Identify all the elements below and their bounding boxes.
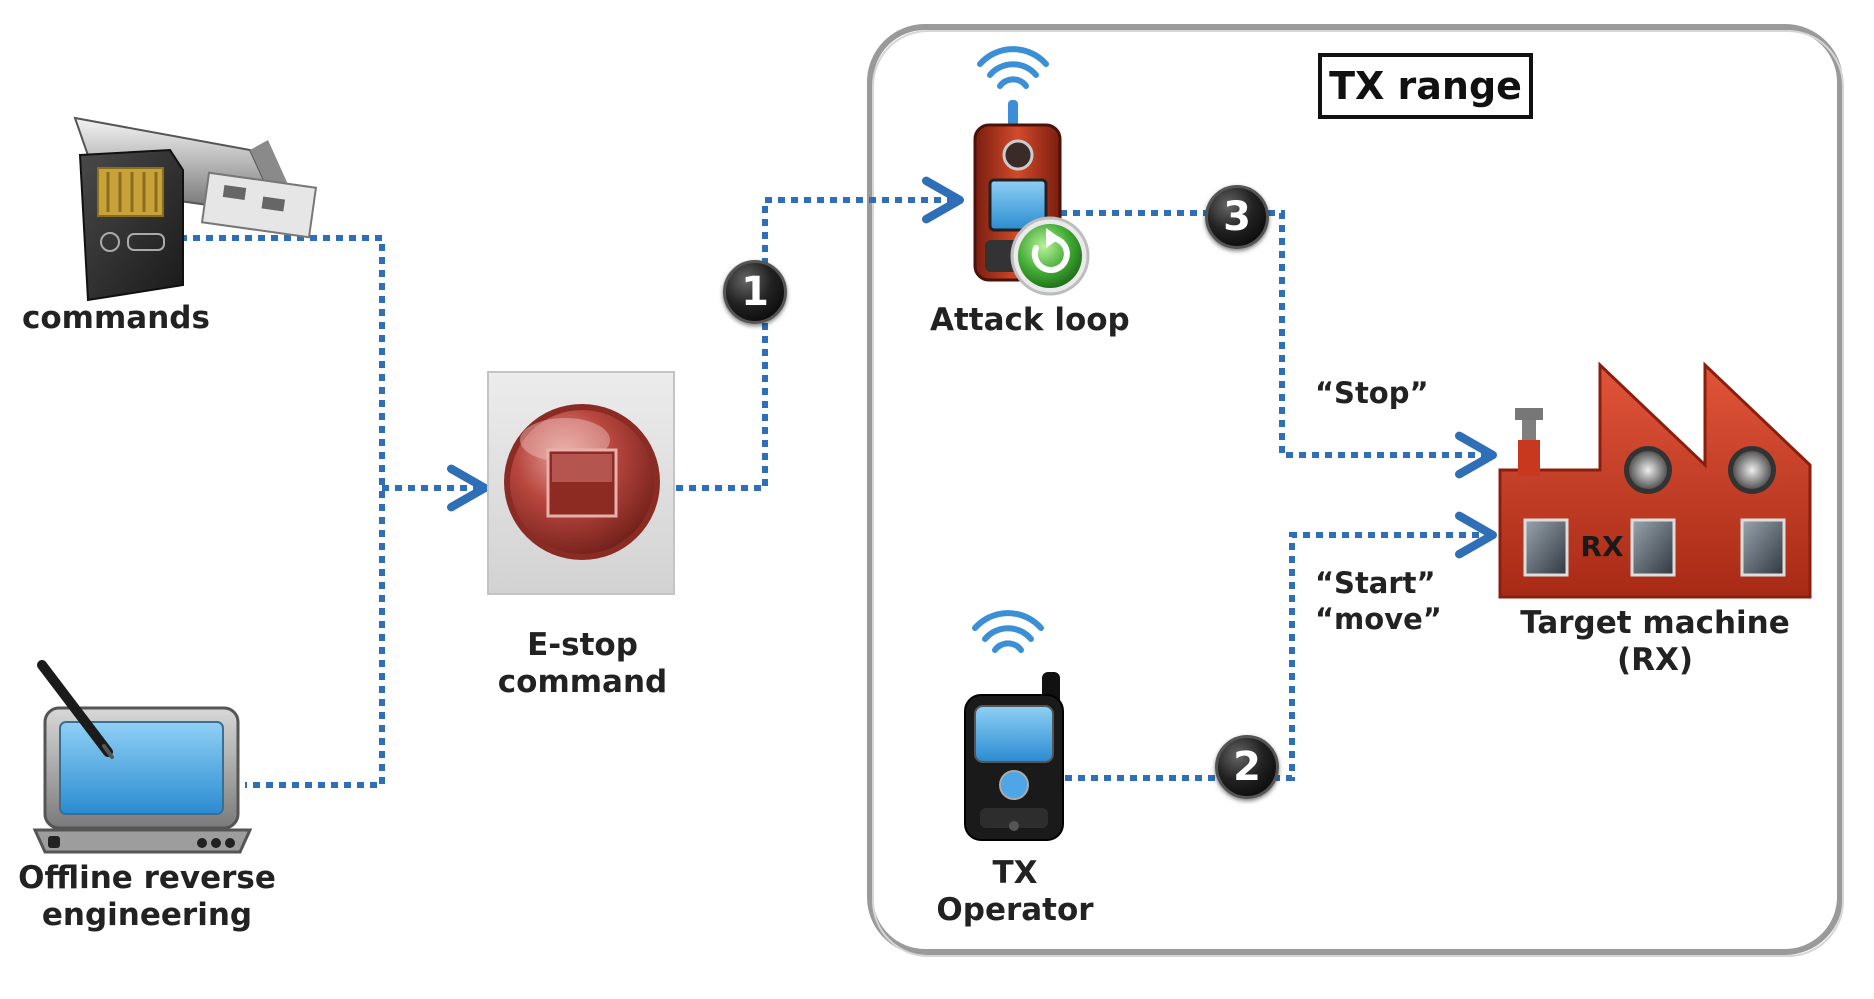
- step-badge-1: 1: [723, 260, 787, 324]
- step-badge-2: 2: [1215, 735, 1279, 799]
- operator-phone-icon: [964, 610, 1064, 841]
- step-badge-3: 3: [1205, 185, 1269, 249]
- sd-card-icon: [78, 148, 184, 302]
- target-machine-label: Target machine (RX): [1520, 605, 1790, 679]
- connector-attack-to-target: [1060, 210, 1498, 479]
- pen-icon: [37, 660, 114, 759]
- offline-reverse-engineering-label: Offline reverse engineering: [18, 860, 276, 934]
- tx-range-label: TX range: [1318, 53, 1533, 119]
- refresh-loop-icon: [1010, 216, 1090, 296]
- laptop-icon: [32, 706, 253, 854]
- rx-label: RX: [1580, 530, 1624, 563]
- connector-inputs: [180, 235, 385, 788]
- estop-command-label: E-stop command: [497, 627, 668, 701]
- connector-estop-to-attack: [676, 176, 964, 491]
- stop-message: “Stop”: [1315, 376, 1429, 410]
- estop-button-icon: [487, 371, 675, 595]
- wireless-signal-icon: [972, 610, 1044, 653]
- attack-loop-label: Attack loop: [930, 302, 1130, 338]
- connectors: [180, 176, 1498, 788]
- wireless-signal-icon: [977, 46, 1049, 89]
- start-move-message: “Start” “move”: [1315, 566, 1442, 637]
- tx-operator-label: TX Operator: [936, 855, 1094, 929]
- tx-range-boundary: [867, 24, 1843, 955]
- factory-icon: [1498, 361, 1812, 599]
- commands-label: commands: [22, 300, 210, 336]
